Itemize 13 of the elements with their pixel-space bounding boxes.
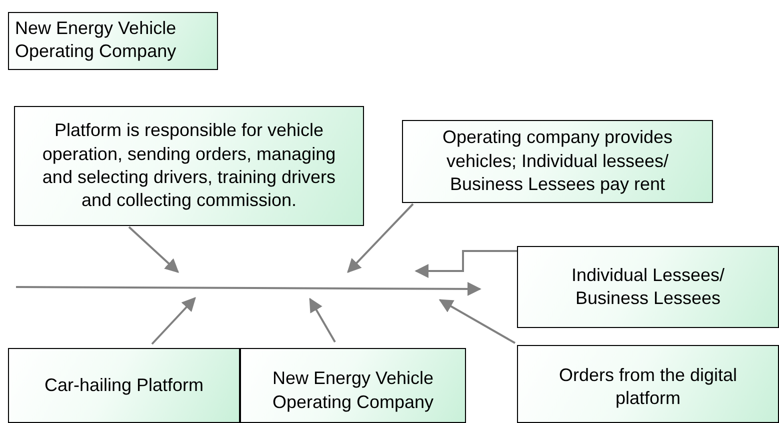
arrow [151,296,196,345]
text-box: Operating company provides vehicles; Individual lessees/ Business Lessees pay rent [402,120,713,203]
arrow [309,298,336,342]
text-box: Orders from the digital platform [517,345,779,423]
text-box: Car-hailing Platform [8,348,240,423]
arrow [347,203,414,273]
arrow [414,250,517,278]
arrow [128,226,180,273]
text-box: New Energy Vehicle Operating Company [240,348,466,423]
text-box: Platform is responsible for vehicle operation, sending orders, managing and selecting drivers, training drivers and collecting commission. [14,106,364,226]
text-box: New Energy Vehicle Operating Company [8,12,218,70]
text-box: Individual Lessees/ Business Lessees [517,246,779,328]
arrow [438,299,516,344]
